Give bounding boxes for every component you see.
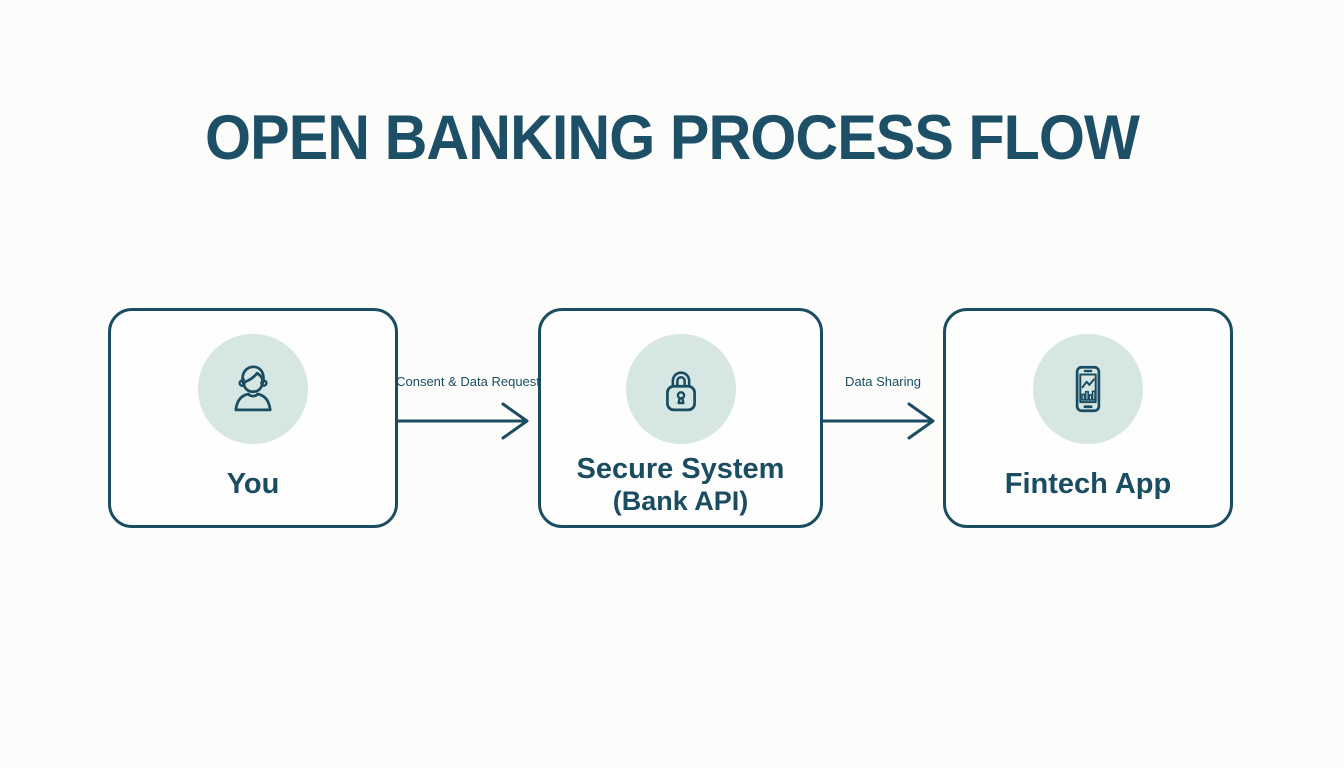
- arrow-label: Data Sharing: [845, 374, 921, 389]
- icon-circle: [198, 334, 308, 444]
- flow-node-secure-system: Secure System (Bank API): [538, 308, 823, 528]
- node-label-block: You: [111, 444, 395, 525]
- arrow-label: Consent & Data Request: [396, 374, 540, 389]
- lock-icon: [665, 371, 696, 412]
- icon-circle: [1033, 334, 1143, 444]
- arrow-right-icon: [823, 402, 935, 440]
- node-label-block: Fintech App: [946, 444, 1230, 525]
- node-label-block: Secure System (Bank API): [541, 444, 820, 525]
- flow-arrow-data-sharing: Data Sharing: [823, 308, 943, 528]
- person-icon: [234, 365, 272, 412]
- flow-node-you: You: [108, 308, 398, 528]
- flow-node-fintech-app: Fintech App: [943, 308, 1233, 528]
- node-label: Fintech App: [1004, 468, 1172, 501]
- node-sublabel: (Bank API): [612, 485, 749, 516]
- phone-chart-icon: [1075, 365, 1101, 413]
- node-label: You: [226, 468, 280, 501]
- page-title: OPEN BANKING PROCESS FLOW: [205, 103, 1140, 173]
- node-label: Secure System: [576, 453, 785, 486]
- arrow-right-icon: [398, 402, 529, 440]
- icon-circle: [625, 334, 736, 444]
- flow-arrow-consent: Consent & Data Request: [396, 308, 540, 528]
